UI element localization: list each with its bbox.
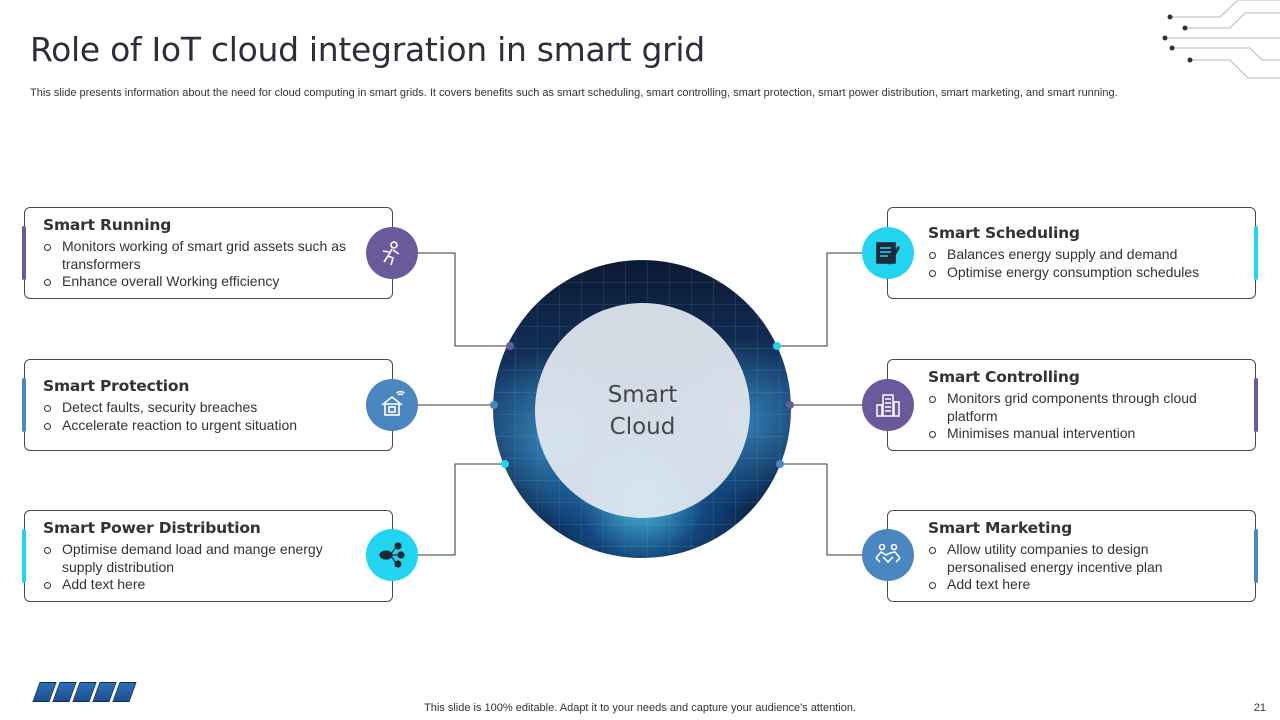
card-smart-controlling: Smart Controlling Monitors grid componen… [887,359,1258,451]
card-points: Monitors working of smart grid assets su… [43,238,348,291]
company-logo [32,682,137,702]
card-points: Detect faults, security breaches Acceler… [43,399,348,434]
connector-dot-scheduling [773,342,781,350]
card-point: Balances energy supply and demand [928,246,1219,264]
card-point: Monitors working of smart grid assets su… [43,238,348,273]
logo-stripe [112,682,137,702]
card-points: Monitors grid components through cloud p… [928,390,1219,443]
card-accent-bar [22,378,26,432]
slide-title: Role of IoT cloud integration in smart g… [30,30,705,69]
robot-runner-icon [366,227,418,279]
hub-label-line1: Smart [607,381,678,408]
card-smart-power-distribution: Smart Power Distribution Optimise demand… [22,510,393,602]
handshake-icon [862,529,914,581]
network-cloud-icon [366,529,418,581]
connector-dot-protection [490,401,498,409]
connector-dot-marketing [776,460,784,468]
card-point: Enhance overall Working efficiency [43,273,348,291]
slide-subtitle: This slide presents information about th… [30,87,1118,99]
card-points: Balances energy supply and demand Optimi… [928,246,1219,281]
card-accent-bar [1254,529,1258,583]
smart-home-icon [366,379,418,431]
card-smart-marketing: Smart Marketing Allow utility companies … [887,510,1258,602]
card-title: Smart Power Distribution [43,519,261,537]
card-title: Smart Scheduling [928,224,1080,242]
card-accent-bar [22,226,26,280]
card-smart-running: Smart Running Monitors working of smart … [22,207,393,299]
footer-note: This slide is 100% editable. Adapt it to… [424,702,856,714]
card-title: Smart Marketing [928,519,1073,537]
hub-label-line2: Cloud [609,413,676,440]
card-point: Optimise demand load and mange energy su… [43,541,348,576]
card-points: Allow utility companies to design person… [928,541,1219,594]
card-smart-protection: Smart Protection Detect faults, security… [22,359,393,451]
schedule-checklist-icon [862,227,914,279]
smart-cloud-hub: Smart Cloud [535,303,750,518]
card-smart-scheduling: Smart Scheduling Balances energy supply … [887,207,1258,299]
card-title: Smart Protection [43,377,190,395]
card-point: Add text here [928,576,1219,594]
card-points: Optimise demand load and mange energy su… [43,541,348,594]
circuit-lines-decoration [1162,0,1280,79]
connector-dot-distribution [501,460,509,468]
page-number: 21 [1253,702,1266,714]
card-accent-bar [1254,226,1258,280]
connector-dot-controlling [786,401,794,409]
card-point: Detect faults, security breaches [43,399,348,417]
card-point: Add text here [43,576,348,594]
card-point: Accelerate reaction to urgent situation [43,417,348,435]
card-point: Optimise energy consumption schedules [928,264,1219,282]
card-title: Smart Controlling [928,368,1080,386]
card-accent-bar [22,529,26,583]
smart-building-icon [862,379,914,431]
connector-dot-running [506,342,514,350]
card-accent-bar [1254,378,1258,432]
card-point: Monitors grid components through cloud p… [928,390,1219,425]
card-title: Smart Running [43,216,172,234]
card-point: Allow utility companies to design person… [928,541,1219,576]
card-point: Minimises manual intervention [928,425,1219,443]
